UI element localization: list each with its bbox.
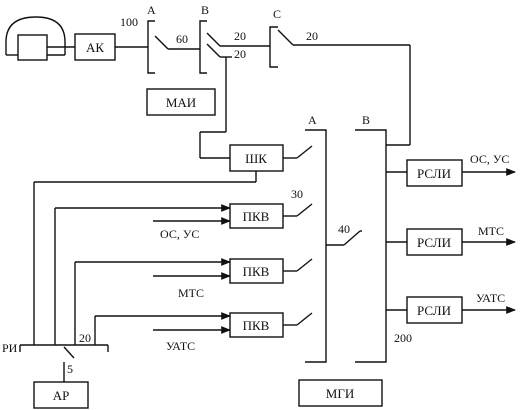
rsli1-label: РСЛИ bbox=[417, 166, 451, 181]
output-uats-label: УАТС bbox=[476, 291, 505, 305]
rsli-block-2: РСЛИ МТС bbox=[386, 224, 516, 256]
label-5: 5 bbox=[67, 362, 73, 376]
telephone-icon bbox=[5, 16, 75, 61]
mgi-label: МГИ bbox=[326, 386, 354, 401]
rsli3-label: РСЛИ bbox=[417, 303, 451, 318]
mgi-column-a: А bbox=[305, 113, 327, 363]
shk-label: ШК bbox=[245, 151, 267, 166]
mgi-a-label: А bbox=[308, 113, 317, 127]
rsli-block-1: РСЛИ ОС, УС bbox=[386, 152, 516, 187]
shk-block: ШК bbox=[33, 144, 313, 345]
label-20-ri: 20 bbox=[79, 331, 91, 345]
input-mts-label: МТС bbox=[178, 286, 204, 300]
output-os-us-label: ОС, УС bbox=[470, 152, 509, 166]
label-100: 100 bbox=[120, 15, 138, 29]
pkv3-label: ПКВ bbox=[243, 318, 270, 333]
pkv1-label: ПКВ bbox=[243, 209, 270, 224]
rsli2-label: РСЛИ bbox=[417, 235, 451, 250]
label-40: 40 bbox=[338, 222, 350, 236]
stage-c-switch: С 20 bbox=[269, 7, 411, 146]
output-mts-label: МТС bbox=[478, 224, 504, 238]
label-20-b-upper: 20 bbox=[234, 29, 246, 43]
stage-a-switch: 100 А 60 bbox=[115, 3, 200, 74]
label-30: 30 bbox=[291, 187, 303, 201]
pkv-block-3: ПКВ УАТС bbox=[94, 312, 313, 353]
mai-block: МАИ bbox=[146, 88, 216, 116]
mgi-block: МГИ bbox=[298, 379, 383, 407]
pkv2-label: ПКВ bbox=[243, 264, 270, 279]
rsli-block-3: РСЛИ УАТС 200 bbox=[386, 291, 516, 345]
mgi-column-b: В bbox=[355, 113, 387, 363]
ri-label: РИ bbox=[2, 341, 18, 355]
label-200: 200 bbox=[394, 331, 412, 345]
stage-b-top-label: В bbox=[201, 3, 209, 17]
pkv-block-1: ПКВ 30 ОС, УС bbox=[54, 187, 313, 345]
label-20-c: 20 bbox=[306, 29, 318, 43]
ri-bus: РИ 5 20 bbox=[2, 331, 109, 382]
stage-c-top-label: С bbox=[273, 7, 281, 21]
ak-block: АК bbox=[74, 33, 116, 61]
ar-block: АР bbox=[33, 381, 89, 409]
pkv-block-2: ПКВ МТС bbox=[74, 258, 313, 345]
mai-label: МАИ bbox=[166, 95, 196, 110]
input-uats-label: УАТС bbox=[166, 339, 195, 353]
input-os-us-label: ОС, УС bbox=[160, 227, 199, 241]
label-60: 60 bbox=[176, 32, 188, 46]
stage-a-top-label: А bbox=[147, 3, 156, 17]
label-20-b-lower: 20 bbox=[234, 47, 246, 61]
mgi-b-label: В bbox=[362, 113, 370, 127]
ak-label: АК bbox=[86, 40, 104, 55]
ar-label: АР bbox=[53, 388, 70, 403]
switch-40: 40 bbox=[326, 222, 362, 246]
stage-b-switch: В 20 20 bbox=[199, 3, 270, 159]
